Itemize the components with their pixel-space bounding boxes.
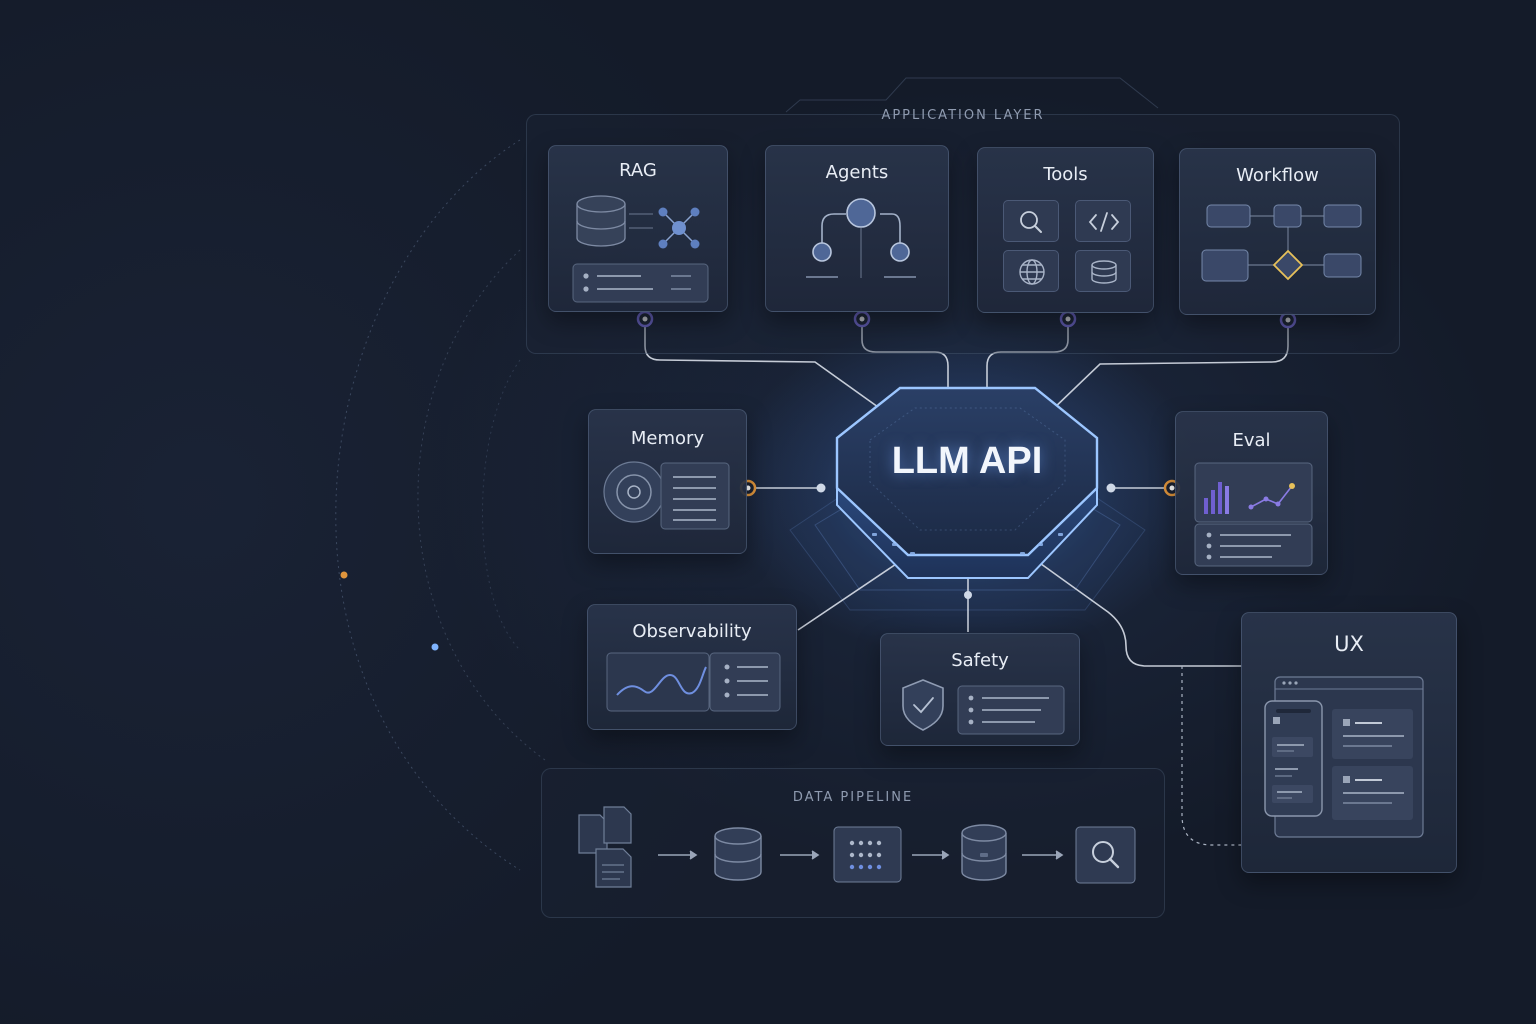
documents-icon [578, 806, 632, 888]
observability-title: Observability [632, 621, 752, 642]
hub-led [910, 552, 915, 555]
hub-led [1058, 533, 1063, 536]
orbit-dot-blue [431, 643, 439, 651]
orbit-dot-orange [340, 571, 348, 579]
wave-chart-icon [606, 652, 710, 712]
agents-card[interactable]: Agents [765, 145, 949, 312]
database-icon [1091, 260, 1117, 284]
connector-observability [797, 555, 909, 631]
workflow-card[interactable]: Workflow [1179, 148, 1376, 315]
database-icon [714, 827, 762, 881]
hub-top-inner [869, 407, 1066, 531]
safety-card[interactable]: Safety [880, 633, 1080, 746]
network-icon [658, 207, 700, 249]
tools-card[interactable]: Tools [977, 147, 1154, 313]
llm-api-label: LLM API [891, 440, 1043, 482]
shield-check-icon [902, 679, 944, 731]
memory-card[interactable]: Memory [588, 409, 747, 554]
application-layer-tab [785, 77, 1159, 113]
phone-icon [1264, 700, 1323, 817]
hub-top [835, 386, 1099, 557]
eval-card[interactable]: Eval [1175, 411, 1328, 575]
hub-led [892, 543, 897, 546]
application-layer-label: APPLICATION LAYER [881, 108, 1045, 123]
connector-ux [1029, 555, 1242, 667]
hub-led [872, 533, 877, 536]
connector-tools [986, 319, 1069, 388]
globe-icon [1019, 259, 1045, 285]
list-icon [709, 652, 781, 712]
hub-led [1038, 543, 1043, 546]
disk-icon [603, 461, 665, 523]
database-icon [576, 195, 626, 247]
search-icon [1075, 826, 1136, 884]
workflow-title: Workflow [1236, 165, 1319, 186]
hub-port-right [1106, 483, 1116, 493]
rag-card[interactable]: RAG [548, 145, 728, 312]
list-icon [957, 685, 1065, 735]
flowchart-icon [1201, 204, 1362, 282]
data-pipeline-group: DATA PIPELINE [541, 768, 1165, 918]
bar-chart-icon [1204, 482, 1229, 514]
data-pipeline-label: DATA PIPELINE [792, 790, 914, 805]
eval-title: Eval [1232, 430, 1271, 451]
ux-card[interactable]: UX [1241, 612, 1457, 873]
document-lines-icon [660, 462, 730, 530]
agents-title: Agents [825, 162, 889, 183]
list-icon [572, 263, 709, 303]
vector-store-icon [961, 824, 1007, 881]
tool-web-tile[interactable] [1003, 250, 1059, 292]
hub-led [1020, 552, 1025, 555]
tool-search-tile[interactable] [1003, 200, 1059, 242]
rag-title: RAG [619, 160, 657, 181]
search-icon [1020, 211, 1042, 233]
tools-title: Tools [1043, 164, 1088, 185]
memory-title: Memory [630, 428, 705, 449]
line-chart-icon [1248, 483, 1295, 510]
tool-database-tile[interactable] [1075, 250, 1131, 292]
orbit-arc-inner [482, 359, 521, 651]
orbit-arc-outer [335, 139, 521, 871]
connector-agents [861, 319, 949, 388]
decision-diamond-icon [1272, 249, 1304, 281]
hub-port-left [816, 483, 826, 493]
list-icon [1194, 523, 1313, 567]
observability-card[interactable]: Observability [587, 604, 797, 730]
agent-tree-icon [806, 198, 916, 278]
ux-title: UX [1334, 632, 1364, 656]
safety-title: Safety [951, 650, 1009, 671]
connector-rag [644, 319, 886, 413]
hub-port-bottom [964, 591, 972, 599]
code-icon [1088, 212, 1120, 232]
connector-ux-dashed [1181, 666, 1242, 846]
grid-icon [833, 826, 902, 883]
tool-code-tile[interactable] [1075, 200, 1131, 242]
connector-workflow [1049, 320, 1289, 413]
